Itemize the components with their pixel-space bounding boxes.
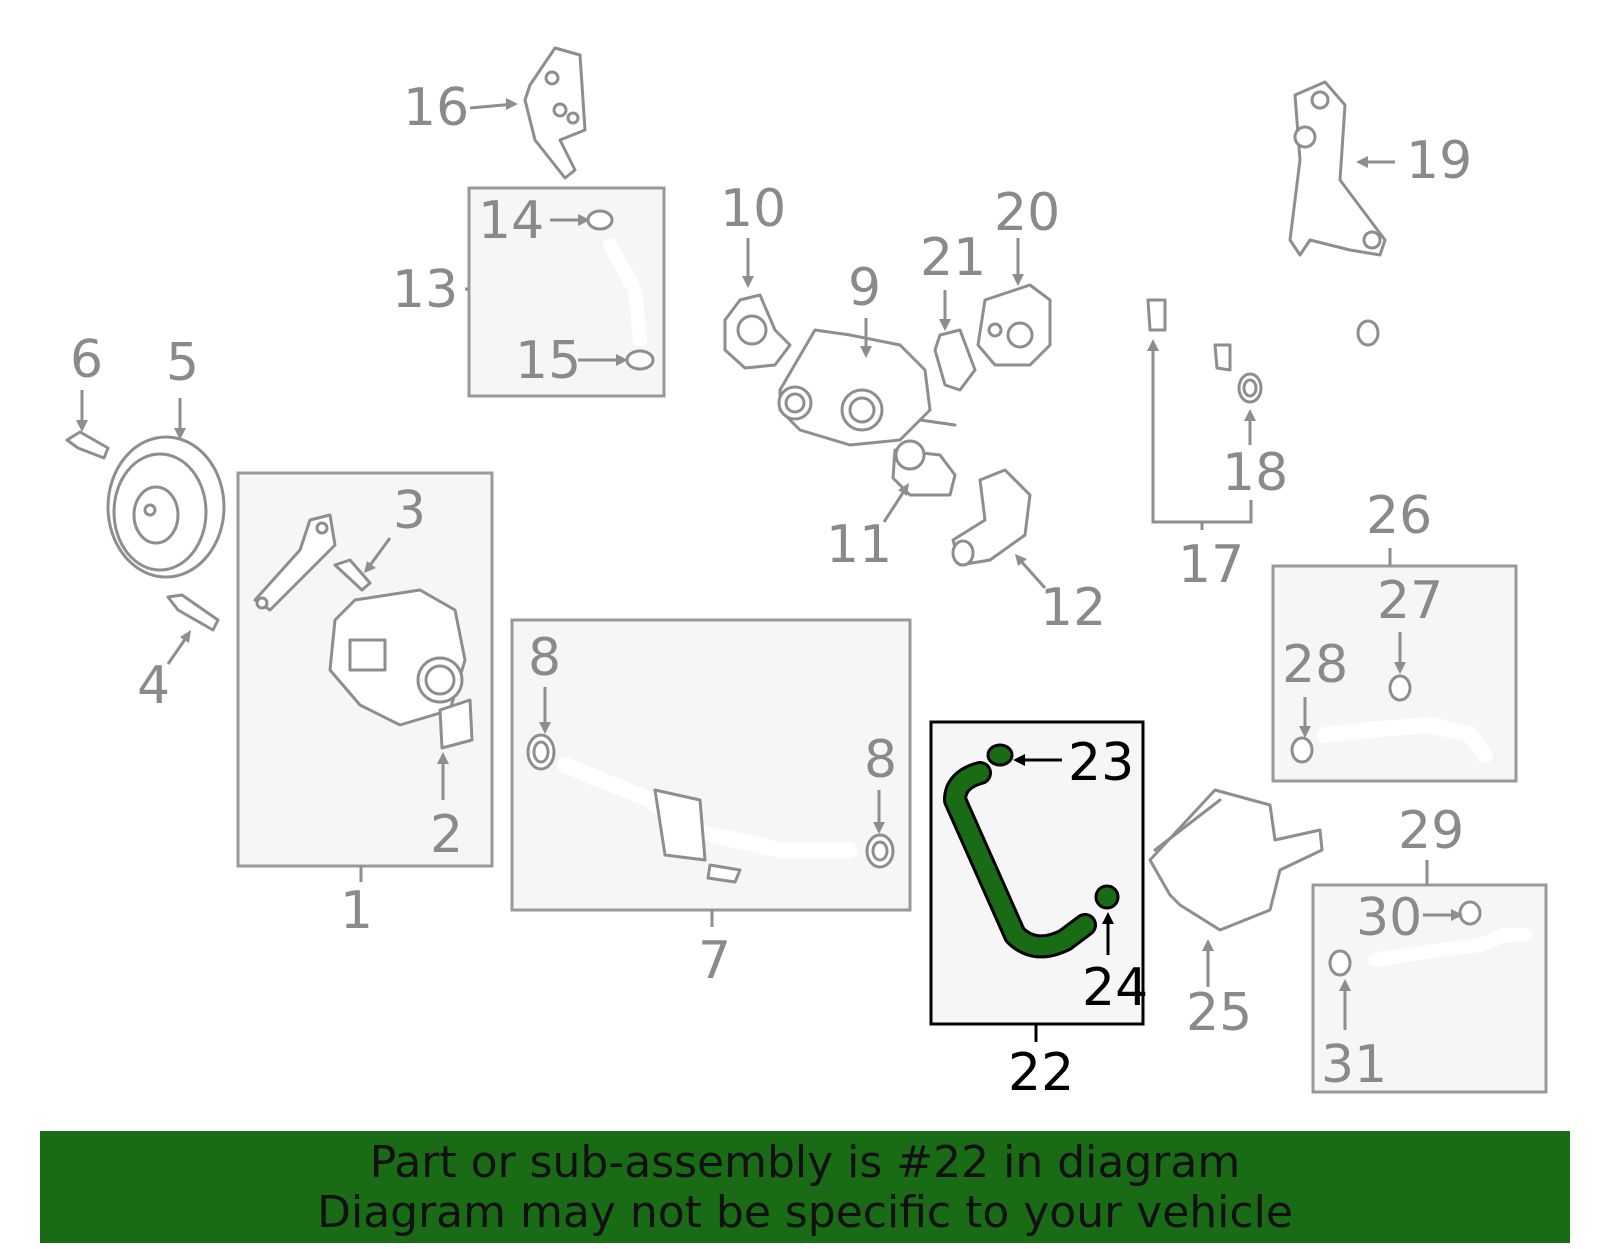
o-ring-part-8-left <box>526 733 556 771</box>
callout-labels: 1 2 3 4 5 6 7 8 8 9 10 11 12 13 14 15 16… <box>70 78 1472 1103</box>
callout-27: 27 <box>1377 571 1443 631</box>
callout-12: 12 <box>1040 578 1106 638</box>
housing-part-20 <box>976 283 1052 367</box>
bracket-part-19 <box>1288 80 1387 257</box>
clamp-part-23 <box>986 743 1014 767</box>
gasket-part-2 <box>438 698 474 750</box>
outlet-part-12 <box>951 468 1032 567</box>
callout-22: 22 <box>1008 1043 1074 1103</box>
callout-14: 14 <box>478 191 544 251</box>
callout-6: 6 <box>70 330 103 390</box>
callout-7: 7 <box>698 931 731 991</box>
housing-part-25 <box>1148 788 1324 932</box>
callout-20: 20 <box>994 183 1060 243</box>
bolt-part-6 <box>65 430 110 460</box>
banner-line-part-number: Part or sub-assembly is #22 in diagram <box>369 1137 1241 1188</box>
o-ring-part-8-right <box>865 833 895 869</box>
callout-28: 28 <box>1282 635 1348 695</box>
info-banner: Part or sub-assembly is #22 in diagram D… <box>40 1131 1570 1243</box>
clamp-part-27 <box>1388 674 1412 702</box>
clamp-part-31 <box>1328 949 1352 977</box>
thermostat-part-11 <box>891 439 957 497</box>
banner-line-disclaimer: Diagram may not be specific to your vehi… <box>317 1187 1293 1238</box>
clamp-part-24 <box>1094 884 1120 910</box>
clamp-part-15 <box>625 349 655 371</box>
callout-25: 25 <box>1186 983 1252 1043</box>
thermostat-housing-part-9 <box>777 328 957 447</box>
callout-17: 17 <box>1178 535 1244 595</box>
callout-10: 10 <box>720 179 786 239</box>
callout-21: 21 <box>920 228 986 288</box>
water-pump-part-1 <box>328 588 467 727</box>
callout-23: 23 <box>1068 733 1134 793</box>
callout-19: 19 <box>1406 131 1472 191</box>
pulley-part-5 <box>106 435 226 579</box>
hose-part-29 <box>1368 928 1532 967</box>
bolt-part-4 <box>166 593 220 632</box>
hose-part-22 <box>943 761 1097 959</box>
callout-16: 16 <box>403 78 469 138</box>
pipe-part-17 <box>1056 71 1380 372</box>
callout-11: 11 <box>826 515 892 575</box>
bracket-part-16 <box>523 46 587 180</box>
callout-5: 5 <box>166 333 199 393</box>
callout-29: 29 <box>1398 801 1464 861</box>
callout-2: 2 <box>430 805 463 865</box>
bolt-part-3 <box>333 558 372 592</box>
callout-15: 15 <box>515 331 581 391</box>
clamp-part-30 <box>1458 900 1482 926</box>
callout-3: 3 <box>393 481 426 541</box>
clamp-part-28 <box>1290 736 1314 764</box>
callout-8-right: 8 <box>864 730 897 790</box>
hose-part-13 <box>603 238 647 347</box>
callout-8-left: 8 <box>528 628 561 688</box>
callout-26: 26 <box>1366 486 1432 546</box>
gasket-part-21 <box>933 328 977 392</box>
gasket-part-10 <box>723 293 792 370</box>
callout-24: 24 <box>1082 958 1148 1018</box>
callout-31: 31 <box>1321 1035 1387 1095</box>
o-ring-part-18 <box>1237 372 1263 404</box>
callout-4: 4 <box>137 656 170 716</box>
callout-1: 1 <box>340 881 373 941</box>
callout-30: 30 <box>1356 888 1422 948</box>
callout-9: 9 <box>848 258 881 318</box>
callout-13: 13 <box>392 260 458 320</box>
leader-lines <box>76 98 1463 1042</box>
pipe-part-7 <box>557 757 858 884</box>
group-box-29 <box>1311 883 1548 1094</box>
callout-18: 18 <box>1222 443 1288 503</box>
clamp-part-14 <box>586 209 614 231</box>
bracket-part-1 <box>253 513 337 612</box>
hose-part-26 <box>1317 717 1493 763</box>
